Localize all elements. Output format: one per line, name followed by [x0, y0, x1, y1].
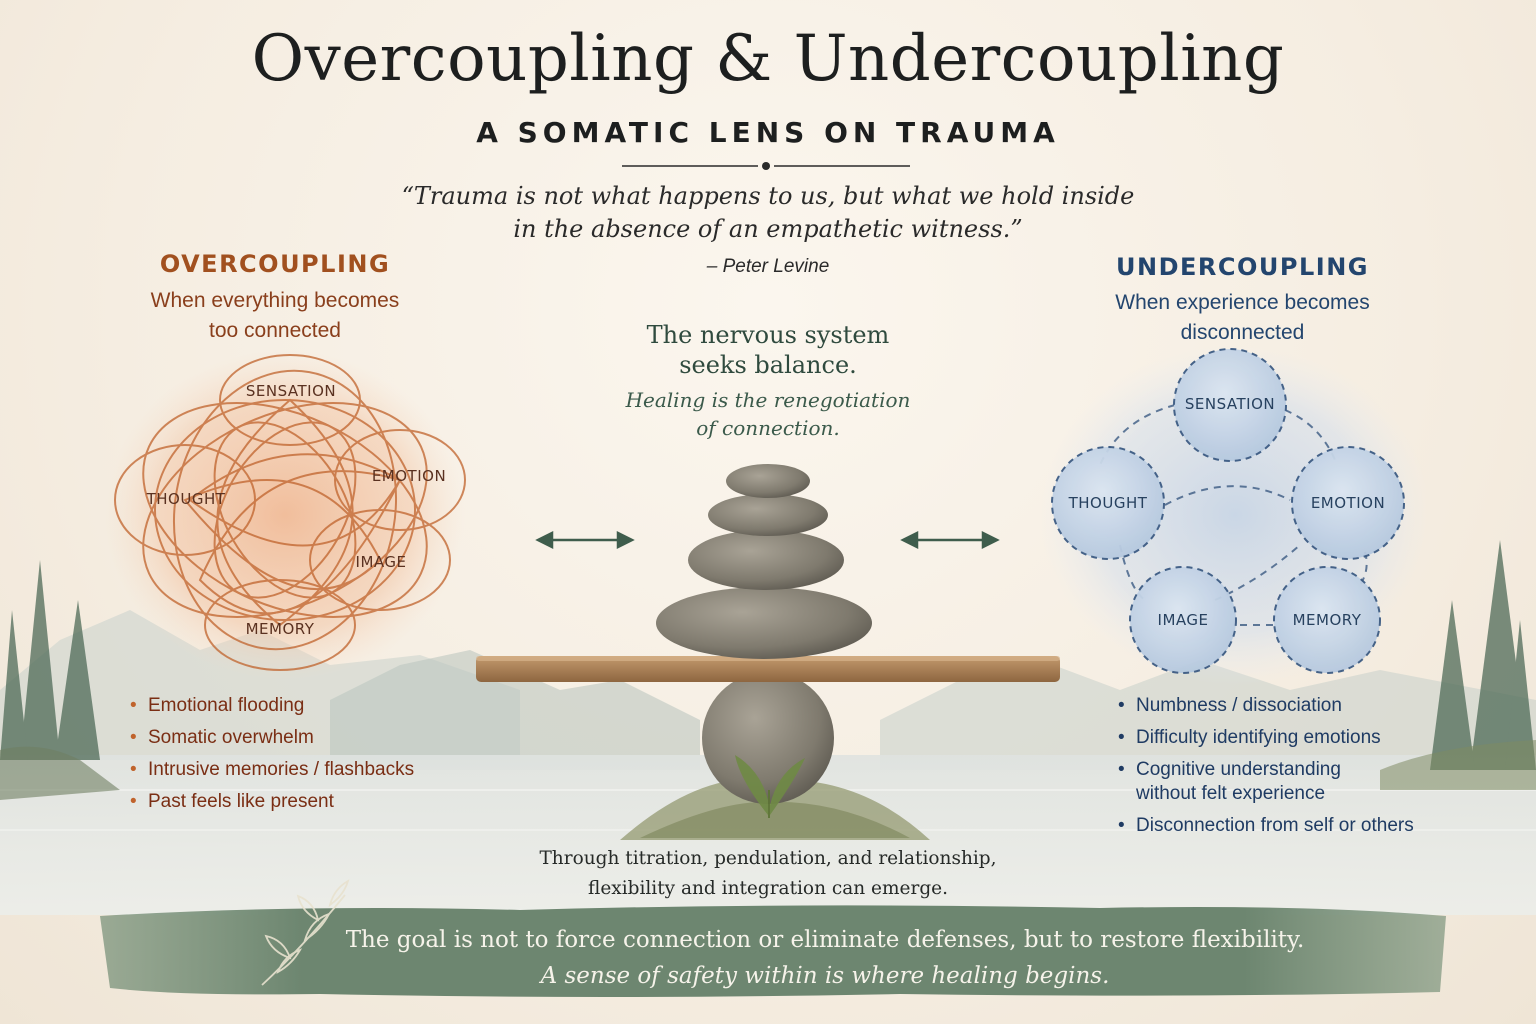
- undercoupling-symptom-line-1: Cognitive understanding: [1136, 759, 1341, 780]
- overcoupling-symptom: Intrusive memories / flashbacks: [128, 758, 458, 782]
- overcoupling-subtitle-line-1: When everything becomes: [150, 289, 400, 312]
- center-caption: Through titration, pendulation, and rela…: [468, 844, 1068, 904]
- title-divider-svg: [622, 162, 910, 170]
- undercoupling-symptom-line-2: without felt experience: [1136, 783, 1326, 804]
- undercoupling-symptom: Difficulty identifying emotions: [1116, 726, 1446, 750]
- undercoupling-subtitle-line-2: disconnected: [1180, 321, 1305, 344]
- undercoupling-node-memory: MEMORY: [1292, 611, 1362, 629]
- quote-attribution: – Peter Levine: [706, 256, 830, 277]
- undercoupling-symptom: Cognitive understanding without felt exp…: [1116, 758, 1446, 806]
- page-title: Overcoupling & Undercoupling: [251, 22, 1285, 96]
- undercoupling-title: UNDERCOUPLING: [1116, 253, 1369, 281]
- overcoupling-node-sensation: SENSATION: [245, 382, 337, 400]
- center-caption-line-2: flexibility and integration can emerge.: [587, 878, 949, 899]
- center-heading: The nervous system seeks balance.: [560, 320, 976, 380]
- page-subtitle: A SOMATIC LENS ON TRAUMA: [476, 116, 1060, 149]
- overcoupling-node-thought: THOUGHT: [146, 490, 226, 508]
- overcoupling-subtitle-line-2: too connected: [209, 319, 341, 342]
- overcoupling-symptom: Past feels like present: [128, 790, 458, 814]
- center-italic-line-1: Healing is the renegotiation: [625, 388, 911, 412]
- undercoupling-symptom: Numbness / dissociation: [1116, 694, 1446, 718]
- overcoupling-symptom: Emotional flooding: [128, 694, 458, 718]
- undercoupling-node-emotion: EMOTION: [1310, 494, 1386, 512]
- undercoupling-node-sensation: SENSATION: [1184, 395, 1276, 413]
- center-heading-line-2: seeks balance.: [679, 351, 857, 379]
- overcoupling-symptom: Somatic overwhelm: [128, 726, 458, 750]
- undercoupling-symptom-list: Numbness / dissociation Difficulty ident…: [1116, 694, 1446, 846]
- quote-line-2: in the absence of an empathetic witness.…: [513, 215, 1023, 243]
- undercoupling-subtitle: When experience becomes disconnected: [1075, 288, 1410, 348]
- undercoupling-node-thought: THOUGHT: [1068, 494, 1148, 512]
- quote: “Trauma is not what happens to us, but w…: [368, 180, 1168, 246]
- undercoupling-node-image: IMAGE: [1157, 611, 1209, 629]
- undercoupling-symptom: Disconnection from self or others: [1116, 814, 1446, 838]
- banner-line-2: A sense of safety within is where healin…: [540, 963, 1110, 989]
- banner-line-1: The goal is not to force connection or e…: [345, 927, 1305, 953]
- undercoupling-subtitle-line-1: When experience becomes: [1115, 291, 1370, 314]
- overcoupling-symptom-list: Emotional flooding Somatic overwhelm Int…: [128, 694, 458, 822]
- quote-line-1: “Trauma is not what happens to us, but w…: [401, 182, 1135, 210]
- overcoupling-node-memory: MEMORY: [245, 620, 315, 638]
- center-italic: Healing is the renegotiation of connecti…: [560, 386, 976, 442]
- center-heading-line-1: The nervous system: [646, 321, 890, 349]
- overcoupling-title: OVERCOUPLING: [159, 250, 391, 278]
- overcoupling-node-image: IMAGE: [355, 553, 407, 571]
- center-caption-line-1: Through titration, pendulation, and rela…: [539, 848, 997, 869]
- overcoupling-node-emotion: EMOTION: [371, 467, 447, 485]
- overcoupling-subtitle: When everything becomes too connected: [110, 286, 440, 346]
- center-italic-line-2: of connection.: [696, 416, 840, 440]
- closing-banner: The goal is not to force connection or e…: [240, 922, 1410, 994]
